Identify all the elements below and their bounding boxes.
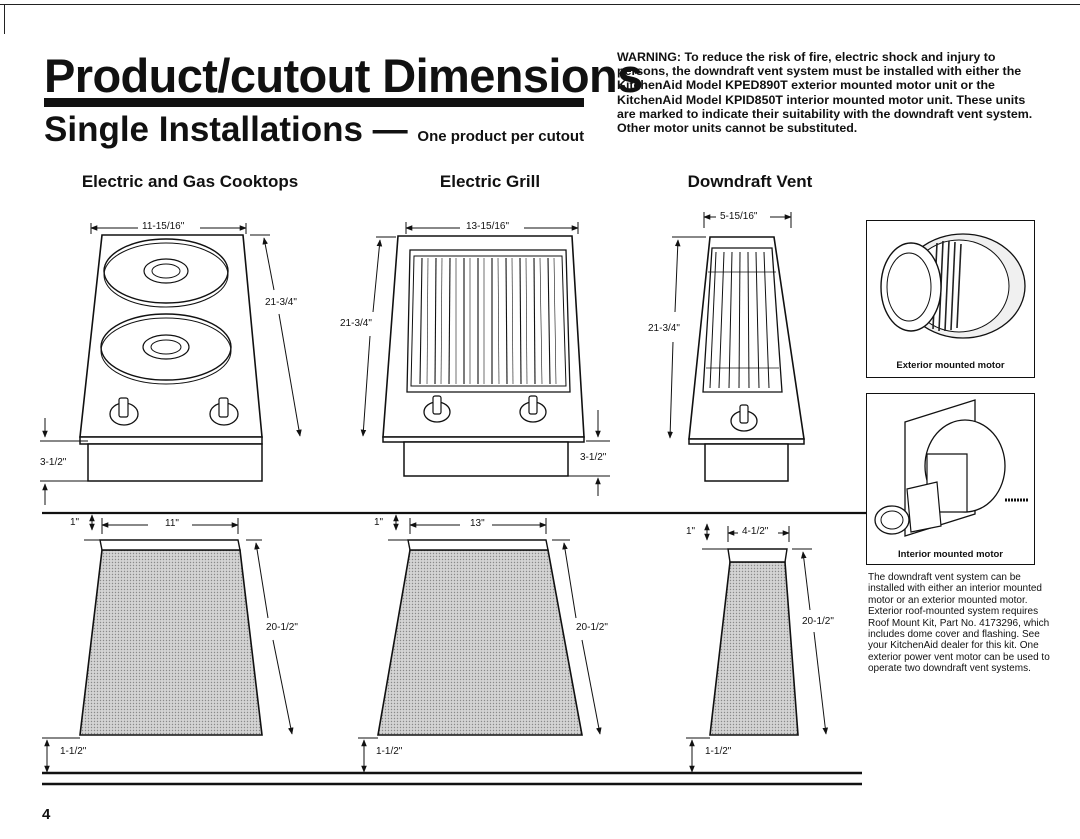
- vent-cutout-top-label: 1": [686, 526, 696, 537]
- cooktop-width-label: 11-15/16": [142, 221, 185, 232]
- cooktop-cutout-top-label: 1": [70, 517, 80, 528]
- interior-motor-drawing: [874, 399, 1029, 537]
- interior-motor-caption: Interior mounted motor: [897, 549, 1004, 560]
- title-bar: [44, 98, 584, 107]
- cooktop-cutout-bottom-label: 1-1/2": [60, 746, 87, 757]
- warning-text: WARNING: To reduce the risk of fire, ele…: [617, 50, 1033, 136]
- grill-drawing: [360, 222, 610, 496]
- page-title: Product/cutout Dimensions: [44, 49, 643, 102]
- heading-cooktops: Electric and Gas Cooktops: [81, 172, 299, 191]
- grill-cutout-height-label: 20-1/2": [576, 622, 608, 633]
- vent-cutout: [686, 523, 829, 773]
- page-subtitle: Single Installations — One product per c…: [44, 110, 584, 150]
- exterior-motor-drawing: [880, 233, 1026, 339]
- cooktop-cutout-height-label: 20-1/2": [266, 622, 298, 633]
- page-number: 4: [42, 806, 51, 823]
- grill-cutout-width-label: 13": [470, 518, 485, 529]
- grill-cutout-bottom-label: 1-1/2": [376, 746, 403, 757]
- vent-cutout-bottom-label: 1-1/2": [705, 746, 732, 757]
- motor-description: The downdraft vent system can be install…: [868, 572, 1050, 675]
- heading-vent: Downdraft Vent: [687, 172, 813, 191]
- exterior-motor-box: Exterior mounted motor: [866, 220, 1035, 378]
- grill-height-label: 21-3/4": [340, 318, 372, 329]
- cooktop-cutout-width-label: 11": [165, 518, 179, 529]
- heading-grill: Electric Grill: [439, 172, 541, 191]
- vent-cutout-height-label: 20-1/2": [802, 616, 834, 627]
- interior-motor-box: Interior mounted motor: [866, 393, 1035, 565]
- grill-depth-label: 3-1/2": [580, 452, 607, 463]
- vent-drawing: [667, 212, 805, 482]
- vent-height-label: 21-3/4": [648, 323, 680, 334]
- cooktop-height-label: 21-3/4": [265, 297, 297, 308]
- subtitle-note: One product per cutout: [417, 128, 585, 145]
- exterior-motor-caption: Exterior mounted motor: [896, 360, 1005, 371]
- subtitle-text: Single Installations —: [44, 110, 408, 149]
- cooktop-drawing: [40, 223, 302, 505]
- cooktop-cutout: [42, 514, 294, 773]
- top-rule: [0, 4, 1080, 5]
- grill-cutout: [358, 514, 602, 773]
- grill-width-label: 13-15/16": [466, 221, 510, 232]
- left-rule: [4, 4, 5, 34]
- vent-cutout-width-label: 4-1/2": [742, 526, 769, 537]
- cooktop-depth-label: 3-1/2": [40, 457, 67, 468]
- vent-width-label: 5-15/16": [720, 211, 758, 222]
- grill-cutout-top-label: 1": [374, 517, 384, 528]
